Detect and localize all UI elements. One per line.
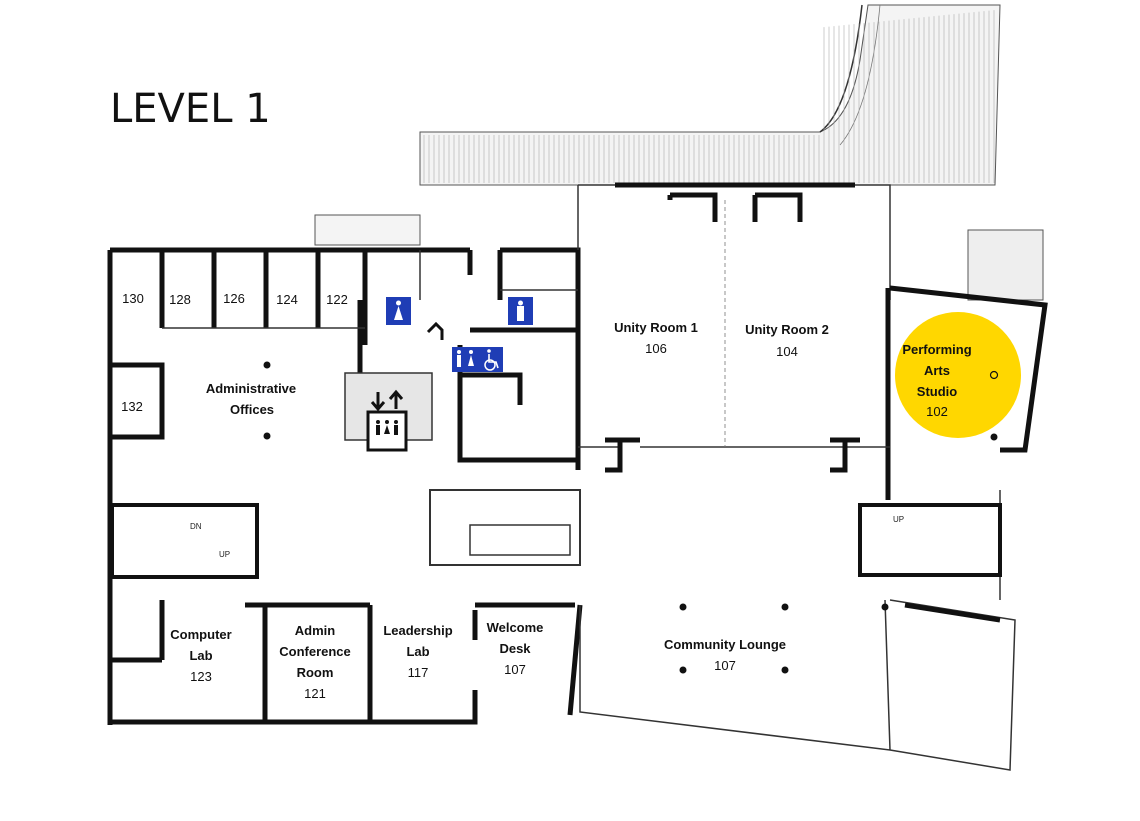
admin-conference-label-2: Conference xyxy=(279,644,351,659)
elevator xyxy=(344,372,433,452)
unity-room-2-label: Unity Room 2 xyxy=(745,322,829,337)
welcome-desk-label-2: Desk xyxy=(499,641,531,656)
walls xyxy=(107,182,1048,771)
unity-room-1-label: Unity Room 1 xyxy=(614,320,698,335)
unity-room-2-number: 104 xyxy=(776,344,798,359)
leadership-lab-label: Leadership xyxy=(383,623,452,638)
admin-offices-label-2: Offices xyxy=(230,402,274,417)
stair-down-label: DN xyxy=(190,522,202,531)
admin-offices-label: Administrative xyxy=(206,381,296,396)
performing-arts-label-3: Studio xyxy=(917,384,957,399)
room-124: 124 xyxy=(276,292,298,307)
elevator-icon xyxy=(376,420,398,435)
performing-arts-number: 102 xyxy=(926,404,948,419)
room-132: 132 xyxy=(121,399,143,414)
performing-arts-label: Performing xyxy=(902,342,971,357)
drinking-fountain-icon xyxy=(426,321,444,340)
performing-arts-highlight xyxy=(895,312,1021,438)
admin-conference-label-3: Room xyxy=(297,665,334,680)
east-stair-up-label: UP xyxy=(893,515,904,524)
admin-conference-number: 121 xyxy=(304,686,326,701)
admin-conference-label: Admin xyxy=(295,623,336,638)
upper-deck: /* placeholder */ xyxy=(314,4,1044,301)
accessible-icon xyxy=(479,347,503,372)
computer-lab-number: 123 xyxy=(190,669,212,684)
community-lounge-number: 107 xyxy=(714,658,736,673)
computer-lab-label: Computer xyxy=(170,627,231,642)
room-126: 126 xyxy=(223,291,245,306)
leadership-lab-label-2: Lab xyxy=(406,644,429,659)
men-restroom-icon xyxy=(508,297,533,325)
stair-up-label: UP xyxy=(219,550,230,559)
room-122: 122 xyxy=(326,292,348,307)
unity-room-1-number: 106 xyxy=(645,341,667,356)
community-lounge-label: Community Lounge xyxy=(664,637,786,652)
room-128: 128 xyxy=(169,292,191,307)
computer-lab-label-2: Lab xyxy=(189,648,212,663)
columns xyxy=(263,361,998,674)
performing-arts-label-2: Arts xyxy=(924,363,950,378)
level-title: LEVEL 1 xyxy=(110,86,271,132)
women-restroom-icon xyxy=(386,297,411,325)
welcome-desk-number: 107 xyxy=(504,662,526,677)
elevator-arrows-icon xyxy=(370,389,404,412)
room-130: 130 xyxy=(122,291,144,306)
leadership-lab-number: 117 xyxy=(408,665,429,680)
welcome-desk-label: Welcome xyxy=(487,620,544,635)
unisex-restroom-icon xyxy=(452,347,479,372)
